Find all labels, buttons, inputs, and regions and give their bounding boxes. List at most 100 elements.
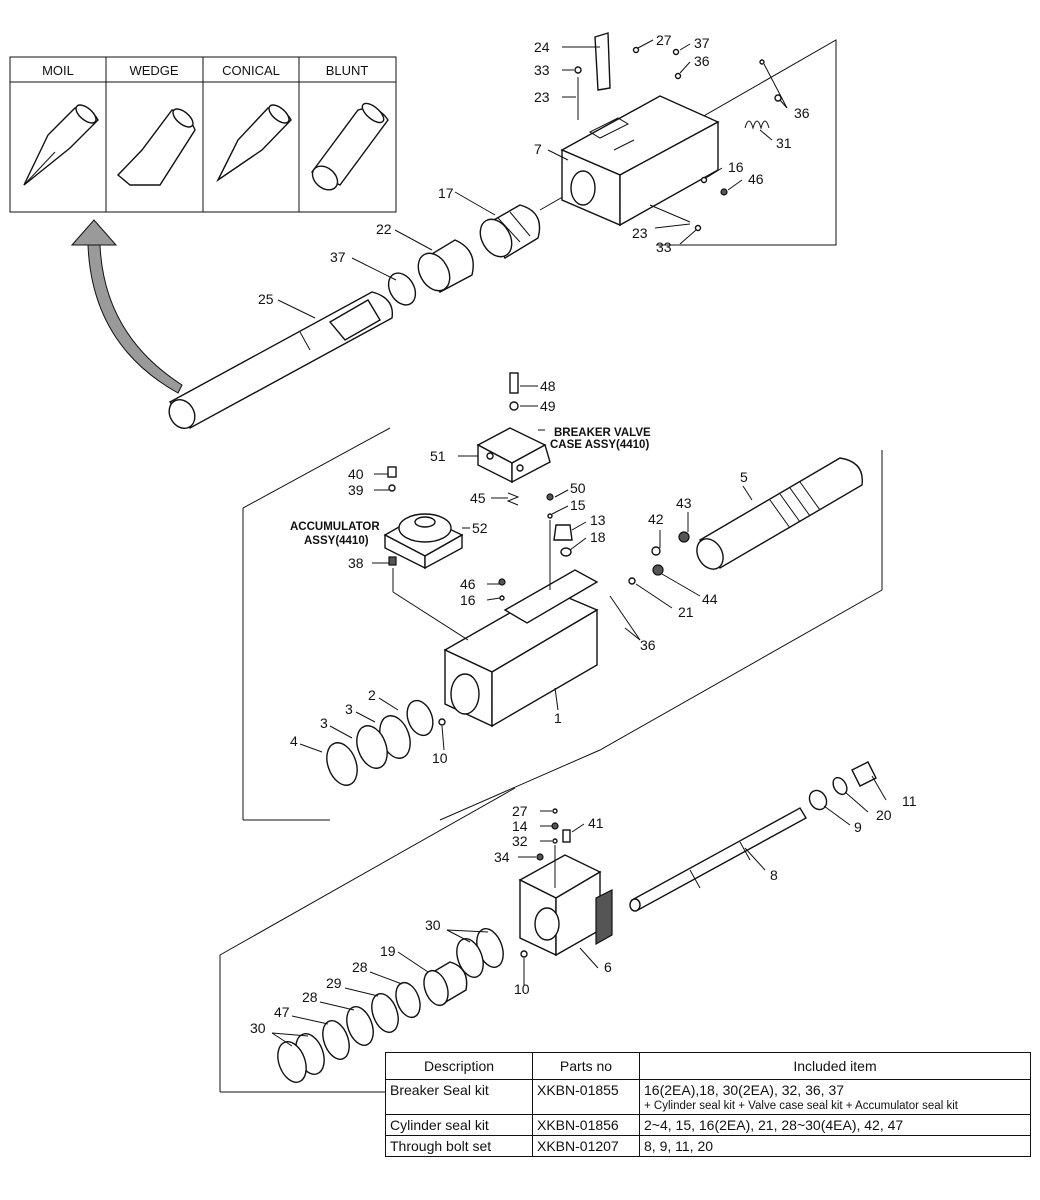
callout-45: 45 [470,490,486,506]
callout-34: 34 [494,849,510,865]
row-included-items: 16(2EA),18, 30(2EA), 32, 36, 37 [644,1082,845,1098]
callout-24: 24 [534,39,550,55]
accumulator-label-1: ACCUMULATOR [290,521,380,533]
back-head-section: 27 14 41 32 34 8 11 20 9 30 19 6 28 10 2… [219,761,917,1093]
cylinder-section: 48 49 BREAKER VALVE CASE ASSY(4410) 51 4… [242,372,883,821]
row-description: Through bolt set [385,1135,533,1157]
callout-5: 5 [740,469,748,485]
callout-40: 40 [348,466,364,482]
callout-25: 25 [258,291,274,307]
seal-ring-37 [387,272,417,306]
accumulator-label-2: ASSY(4410) [304,535,369,547]
callout-46-mid: 46 [460,576,476,592]
row-parts-no: XKBN-01855 [532,1079,640,1115]
callout-16-mid: 16 [460,592,476,608]
spring-31 [744,120,770,130]
curved-arrow-icon [70,219,183,394]
tool-chisel [168,291,394,430]
callout-19: 19 [380,943,396,959]
tip-label-conical: CONICAL [222,63,280,78]
callout-23-top: 23 [534,89,550,105]
callout-3-b: 3 [320,715,328,731]
header-parts-no: Parts no [532,1052,640,1080]
washer-20 [832,776,848,796]
valve-case-51 [476,427,551,484]
callout-10-low: 10 [514,981,530,997]
callout-7: 7 [534,141,542,157]
through-bolt-8 [629,807,807,912]
header-included-item: Included item [639,1052,1031,1080]
tip-label-moil: MOIL [42,63,74,78]
cylinder-block-1 [443,569,599,728]
nut-11 [851,761,877,787]
callout-48: 48 [540,378,556,394]
seal-kit-table: Description Parts no Included item Break… [385,1052,1031,1157]
rod-23-lower [649,204,691,223]
tip-types-panel: MOIL WEDGE CONICAL BLUNT [9,56,397,213]
callout-50: 50 [570,480,586,496]
back-head-block-6 [518,854,613,957]
tip-label-blunt: BLUNT [326,63,369,78]
moil-tip-icon [23,104,99,186]
callout-38: 38 [348,555,364,571]
callout-43: 43 [676,495,692,511]
conical-tip-icon [216,104,292,183]
header-description: Description [385,1052,533,1080]
callout-2: 2 [368,687,376,703]
row-included-note: + Cylinder seal kit + Valve case seal ki… [644,1100,958,1112]
callout-3-a: 3 [345,701,353,717]
table-row: Cylinder seal kit XKBN-01856 2~4, 15, 16… [385,1114,1031,1136]
callout-39: 39 [348,482,364,498]
callout-30-mid: 30 [425,917,441,933]
accumulator-52 [383,513,464,570]
callout-42: 42 [648,511,664,527]
callout-30-left: 30 [250,1020,266,1036]
seal-3b [356,725,388,769]
callout-20: 20 [876,807,892,823]
callout-14: 14 [512,818,528,834]
front-head-block [560,95,720,227]
callout-33-low: 33 [656,239,672,255]
table-header-row: Description Parts no Included item [385,1052,1031,1080]
row-description: Breaker Seal kit [385,1079,533,1115]
seal-4 [326,742,358,786]
callout-21: 21 [678,604,694,620]
callout-16-top: 16 [728,159,744,175]
washer-9 [808,789,828,811]
callout-36-top: 36 [694,53,710,69]
callout-28-a: 28 [352,959,368,975]
callout-32: 32 [512,833,528,849]
row-description: Cylinder seal kit [385,1114,533,1136]
bushing-22 [417,239,474,293]
callout-37-left: 37 [330,249,346,265]
row-parts-no: XKBN-01207 [532,1135,640,1157]
callout-1: 1 [554,710,562,726]
callout-27-top: 27 [656,32,672,48]
callout-11: 11 [902,793,917,809]
row-included-items: 2~4, 15, 16(2EA), 21, 28~30(4EA), 42, 47 [639,1114,1031,1136]
callout-22: 22 [376,221,392,237]
wedge-tip-icon [116,108,196,186]
callout-36-mid: 36 [640,637,656,653]
callout-10-mid: 10 [432,750,448,766]
callout-46-top: 46 [748,171,764,187]
callout-18: 18 [590,529,606,545]
blunt-tip-icon [310,102,389,191]
callout-31: 31 [776,135,792,151]
callout-27-low: 27 [512,803,528,819]
seal-2 [406,699,434,737]
callout-33-top: 33 [534,62,550,78]
callout-13: 13 [590,512,606,528]
row-included-items: 8, 9, 11, 20 [639,1135,1031,1157]
piston-5 [696,457,864,570]
callout-6: 6 [604,959,612,975]
callout-44: 44 [702,591,718,607]
tip-label-wedge: WEDGE [129,63,178,78]
callout-51: 51 [430,448,446,464]
front-head-section: 24 33 23 27 37 36 36 31 16 46 7 17 23 33… [168,32,837,430]
callout-49: 49 [540,398,556,414]
table-row: Breaker Seal kit XKBN-01855 16(2EA),18, … [385,1079,1031,1115]
callout-29: 29 [326,975,342,991]
breaker-valve-label-2: CASE ASSY(4410) [550,439,649,451]
